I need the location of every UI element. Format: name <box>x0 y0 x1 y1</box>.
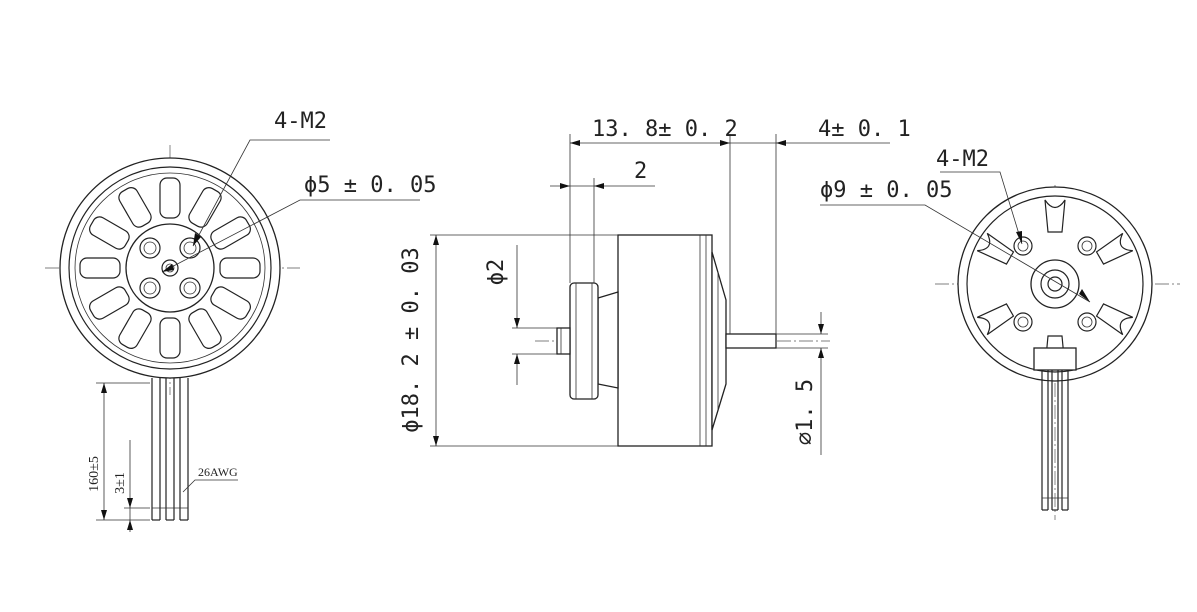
motor-can <box>617 234 713 447</box>
front-bell-taper <box>597 291 619 389</box>
rear-hub-leader <box>820 204 1091 303</box>
front-flange <box>569 282 599 400</box>
rear-view <box>820 171 1180 520</box>
rear-wire-exit <box>1033 347 1077 371</box>
front-hole-dia-label: ϕ5 ± 0. 05 <box>304 173 436 198</box>
front-boss <box>556 327 571 355</box>
rear-inner-rim <box>966 195 1144 373</box>
lead-length-label: 160±5 <box>87 456 102 492</box>
front-inner-rim <box>68 166 272 370</box>
body-dia-label: ϕ18. 2 ± 0. 03 <box>399 247 424 432</box>
rear-lead-wires <box>1041 370 1069 511</box>
output-shaft <box>725 333 777 349</box>
front-lead-wires <box>151 378 189 521</box>
rear-hub-dia-label: ϕ9 ± 0. 05 <box>820 178 952 203</box>
front-bell-edge <box>74 172 266 364</box>
front-center-hole <box>161 259 179 277</box>
boss-dia-label: ϕ2 <box>484 259 509 286</box>
wire-gauge-leader <box>182 479 238 493</box>
front-mount-holes <box>139 237 201 299</box>
overall-length-label: 13. 8± 0. 2 <box>592 117 738 142</box>
rear-shaft-end <box>1047 276 1063 292</box>
front-thread-label: 4-M2 <box>274 109 327 134</box>
rear-hub <box>1030 259 1080 309</box>
rear-mount-holes <box>1013 236 1097 332</box>
shaft-protrusion-label: 4± 0. 1 <box>818 117 911 142</box>
flange-width-label: 2 <box>634 159 647 184</box>
rear-thread-leader <box>940 171 1023 245</box>
front-view <box>45 139 420 532</box>
side-view <box>430 134 890 455</box>
front-thread-leader <box>192 139 330 247</box>
rear-stator <box>711 251 727 431</box>
strip-length-label: 3±1 <box>113 472 128 494</box>
front-cooling-slots <box>79 177 261 359</box>
shaft-dia-label: ∅1. 5 <box>793 379 818 445</box>
rear-thread-label: 4-M2 <box>936 147 989 172</box>
front-hole-leader <box>161 199 420 273</box>
wire-gauge-label: 26AWG <box>198 465 238 479</box>
